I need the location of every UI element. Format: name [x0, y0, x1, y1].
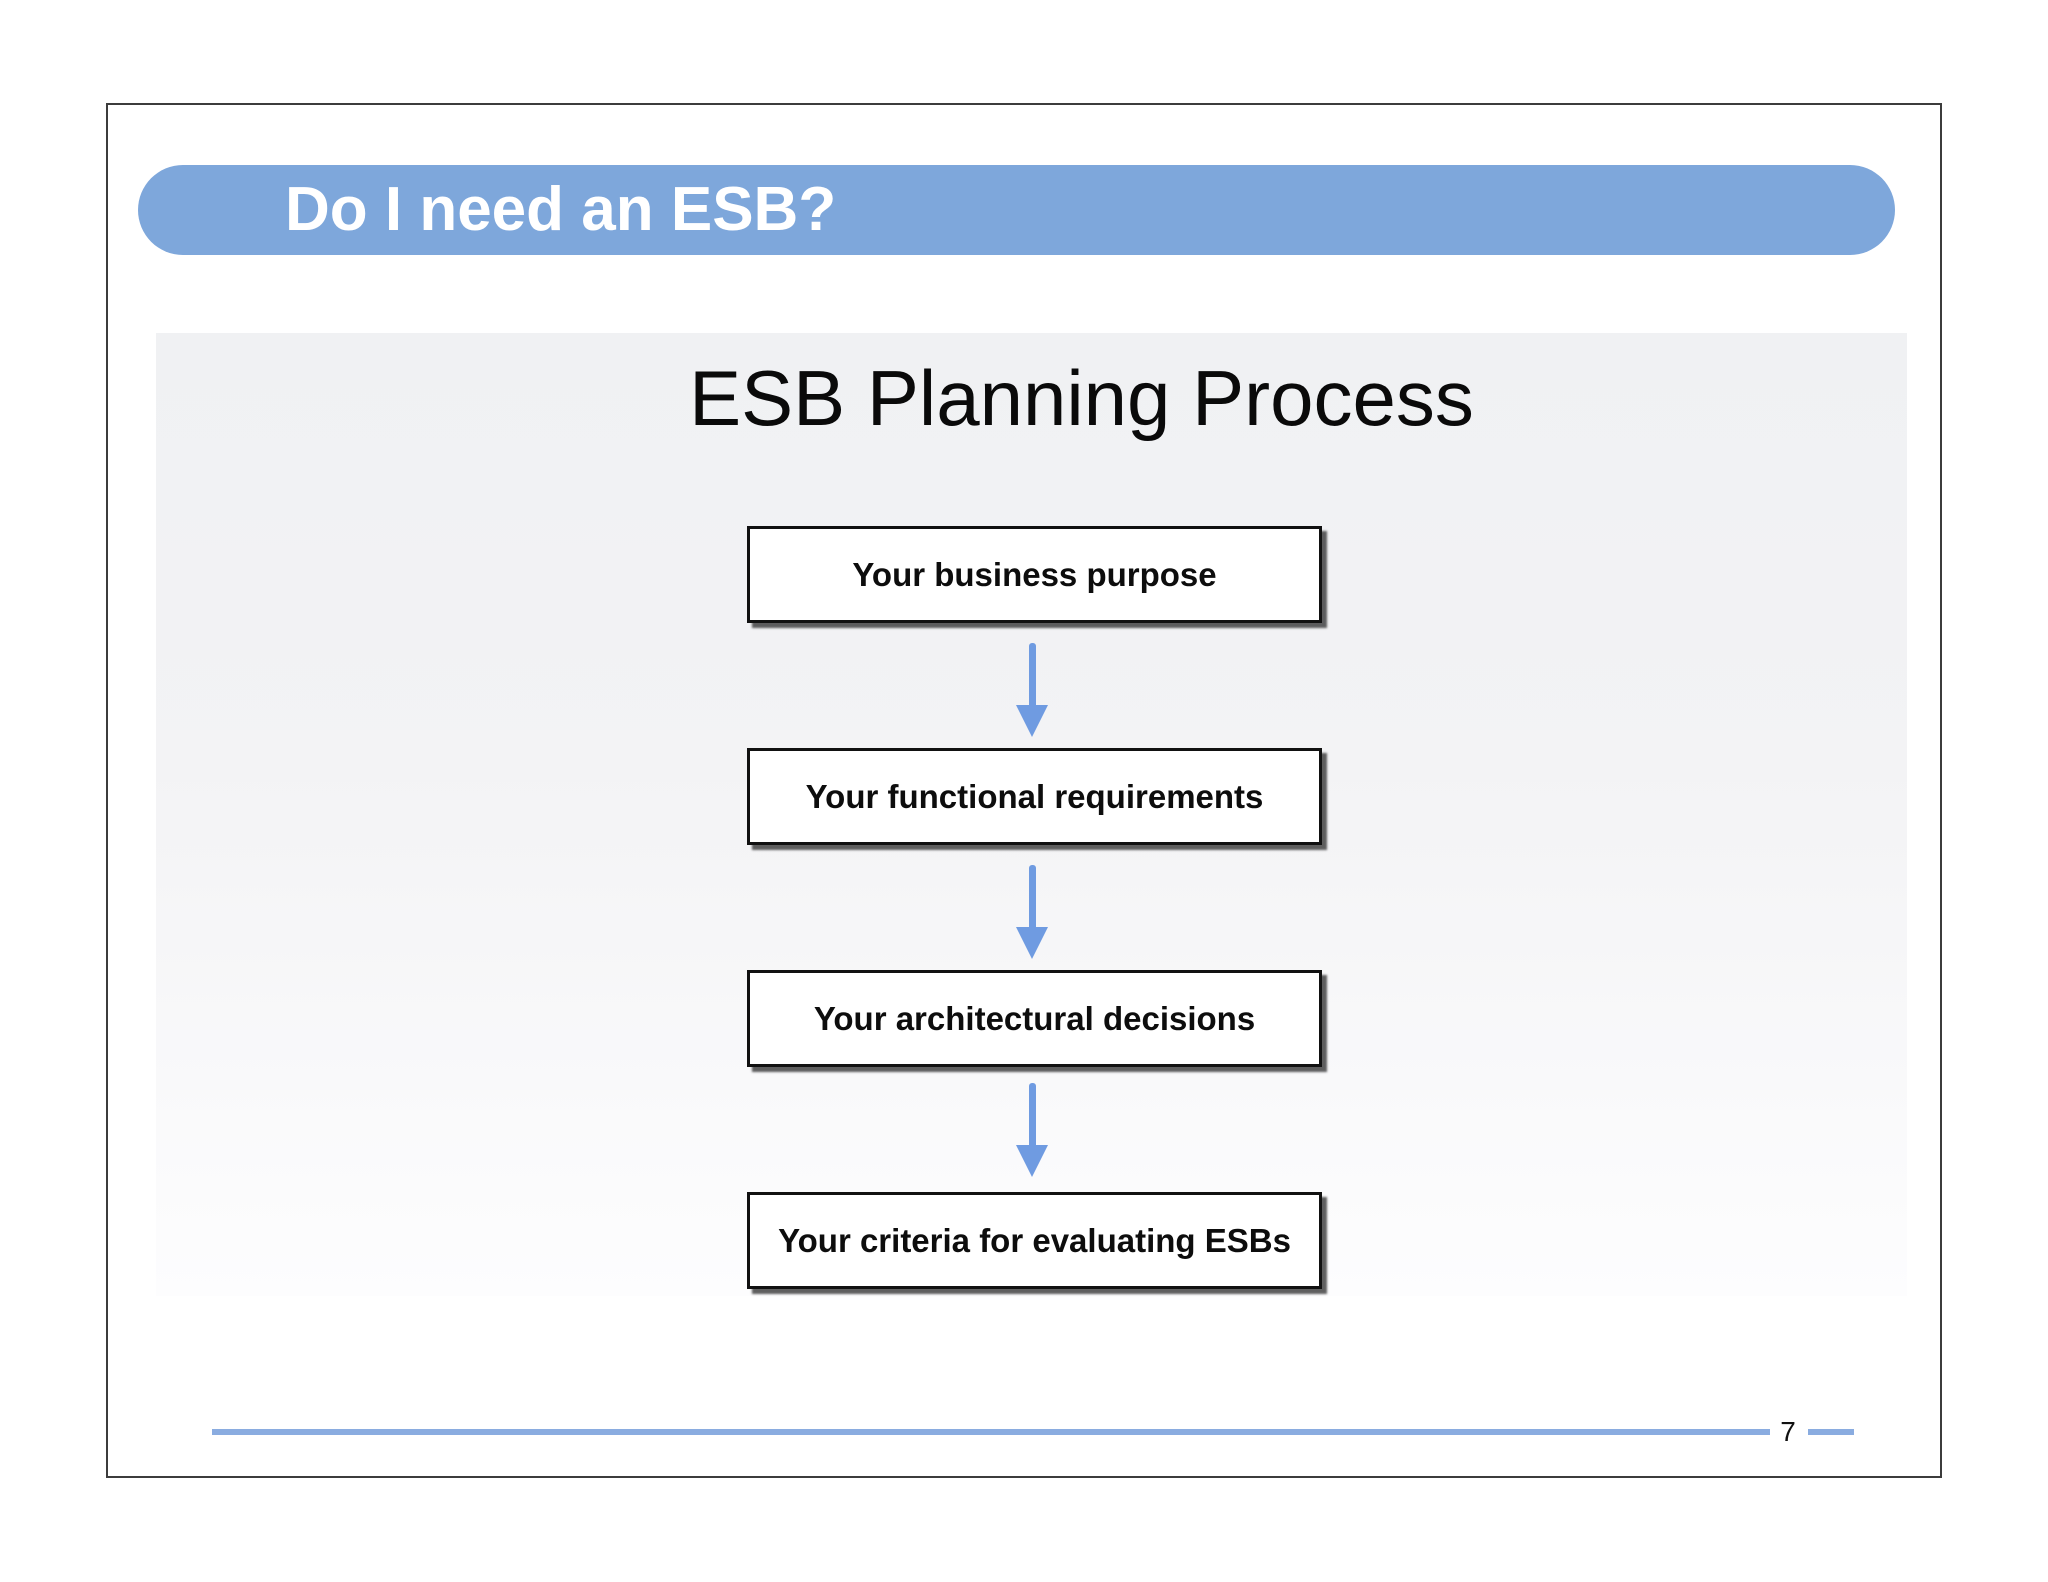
- arrow-shaft: [1028, 643, 1036, 707]
- flow-arrow-down-icon: [1016, 865, 1048, 959]
- flow-arrow-down-icon: [1016, 643, 1048, 737]
- flow-arrow-down-icon: [1016, 1083, 1048, 1177]
- footer-rule-short: [1808, 1429, 1854, 1435]
- diagram-panel: ESB Planning Process Your business purpo…: [156, 333, 1907, 1296]
- flow-step-business-purpose: Your business purpose: [747, 526, 1322, 623]
- arrow-head: [1016, 705, 1048, 737]
- diagram-title: ESB Planning Process: [689, 354, 1474, 442]
- footer-rule: [212, 1429, 1770, 1435]
- flow-step-label: Your architectural decisions: [813, 999, 1256, 1037]
- arrow-head: [1016, 1145, 1048, 1177]
- flow-step-architectural-decisions: Your architectural decisions: [747, 970, 1322, 1067]
- page-number: 7: [1780, 1416, 1796, 1447]
- arrow-shaft: [1028, 865, 1036, 929]
- slide-title: Do I need an ESB?: [285, 175, 837, 244]
- flow-step-label: Your business purpose: [852, 555, 1217, 593]
- slide: Do I need an ESB? ESB Planning Process Y…: [106, 103, 1942, 1478]
- flow-step-functional-requirements: Your functional requirements: [747, 748, 1322, 845]
- slide-title-bar: Do I need an ESB?: [138, 165, 1895, 255]
- arrow-shaft: [1028, 1083, 1036, 1147]
- flow-step-evaluation-criteria: Your criteria for evaluating ESBs: [747, 1192, 1322, 1289]
- flow-step-label: Your criteria for evaluating ESBs: [778, 1221, 1291, 1259]
- flow-step-label: Your functional requirements: [805, 777, 1264, 815]
- arrow-head: [1016, 927, 1048, 959]
